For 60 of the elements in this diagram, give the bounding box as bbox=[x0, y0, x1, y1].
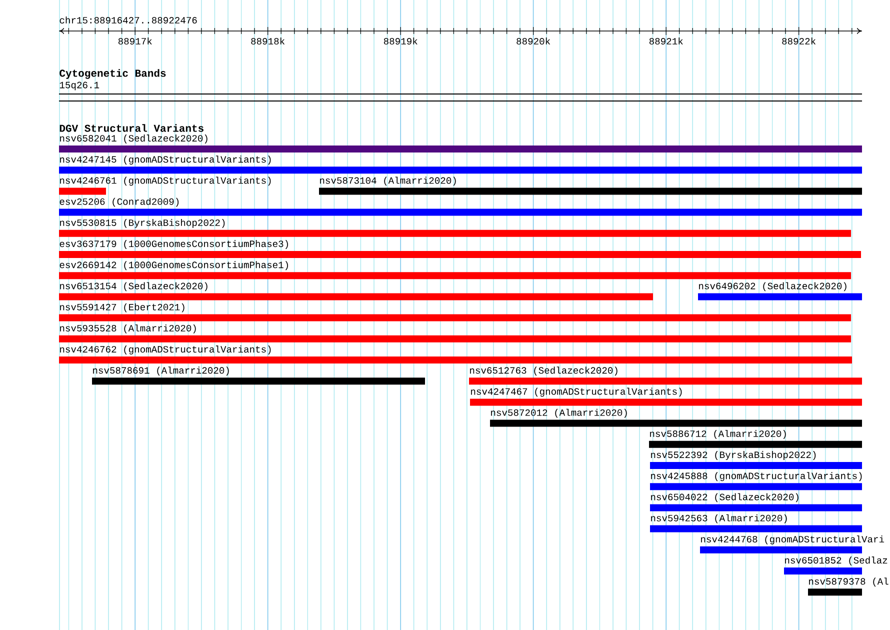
variant-bar: nsv5879378 (Al bbox=[808, 578, 888, 596]
variant-bar: nsv6501852 (Sedlaz bbox=[784, 556, 888, 574]
node-label: nsv5591427 (Ebert2021) bbox=[60, 303, 184, 312]
node-label: nsv5878691 (Almarri2020) bbox=[93, 366, 229, 376]
variant-bar: nsv4246761 (gnomADStructuralVariants) bbox=[59, 176, 271, 195]
node-label: nsv4246762 (gnomADStructuralVariants) bbox=[60, 346, 271, 354]
variant-bar: nsv4247145 (gnomADStructuralVariants) bbox=[59, 156, 862, 174]
node-label: nsv5530815 (ByrskaBishop2022) bbox=[60, 218, 225, 228]
variant-bar: nsv4244768 (gnomADStructuralVari bbox=[700, 535, 884, 554]
tick-label: 88921k bbox=[649, 38, 683, 45]
variant-bar: nsv6513154 (Sedlazeck2020) bbox=[59, 282, 653, 300]
node-label: nsv4247467 (gnomADStructuralVariants) bbox=[471, 388, 682, 397]
variant-bar: nsv5872012 (Almarri2020) bbox=[490, 408, 862, 427]
node-label: nsv6512763 (Sedlazeck2020) bbox=[470, 366, 618, 376]
tick-label: 88919k bbox=[384, 38, 418, 45]
tick-label: 88918k bbox=[251, 38, 285, 45]
node-label: nsv5873104 (Almarri2020) bbox=[320, 176, 456, 186]
node-label: nsv6496202 (Sedlazeck2020) bbox=[699, 282, 846, 292]
node-label: esv2669142 (1000GenomesConsortiumPhase1) bbox=[60, 261, 288, 270]
variant-bar: nsv4245888 (gnomADStructuralVariants) bbox=[650, 472, 862, 490]
variant-bar: nsv6512763 (Sedlazeck2020) bbox=[469, 366, 862, 385]
tick-label: 88917k bbox=[118, 38, 152, 45]
node-label: nsv6504022 (Sedlazeck2020) bbox=[651, 493, 798, 502]
variant-bar: esv3637179 (1000GenomesConsortiumPhase3) bbox=[59, 240, 861, 258]
variant-bar: esv25206 (Conrad2009) bbox=[59, 198, 862, 216]
node-label: nsv5942563 (Almarri2020) bbox=[651, 514, 787, 524]
node-label: nsv5872012 (Almarri2020) bbox=[491, 408, 627, 418]
variant-bar: nsv5591427 (Ebert2021) bbox=[59, 303, 851, 322]
variant-bar: nsv6582041 (Sedlazeck2020) bbox=[59, 134, 862, 152]
variant-bar: nsv5935528 (Almarri2020) bbox=[59, 324, 851, 342]
band-label: 15q26.1 bbox=[60, 82, 100, 90]
node-label: nsv5935528 (Almarri2020) bbox=[60, 324, 196, 334]
node-label: esv25206 (Conrad2009) bbox=[60, 198, 179, 207]
variant-bar: nsv5942563 (Almarri2020) bbox=[650, 514, 862, 532]
tick-label: 88920k bbox=[516, 38, 550, 45]
node-label: nsv4246761 (gnomADStructuralVariants) bbox=[60, 176, 271, 186]
node-label: nsv6513154 (Sedlazeck2020) bbox=[60, 282, 208, 292]
variant-bar: nsv5530815 (ByrskaBishop2022) bbox=[59, 218, 851, 237]
variant-bar: nsv5878691 (Almarri2020) bbox=[92, 366, 425, 385]
node-label: nsv6501852 (Sedlaz bbox=[785, 556, 888, 566]
variant-bar: nsv5886712 (Almarri2020) bbox=[649, 430, 862, 448]
track-heading: Cytogenetic Bands bbox=[60, 69, 166, 79]
variant-bar: nsv5873104 (Almarri2020) bbox=[319, 176, 862, 195]
variant-bar: nsv6504022 (Sedlazeck2020) bbox=[650, 493, 862, 512]
node-label: esv3637179 (1000GenomesConsortiumPhase3) bbox=[60, 240, 288, 249]
node-label: nsv5886712 (Almarri2020) bbox=[650, 430, 786, 439]
variant-bar: nsv4247467 (gnomADStructuralVariants) bbox=[470, 388, 862, 406]
tick-label: 88922k bbox=[782, 38, 816, 45]
node-label: nsv4244768 (gnomADStructuralVari bbox=[701, 535, 884, 544]
node-label: nsv5879378 (Al bbox=[809, 578, 888, 587]
node-label: nsv6582041 (Sedlazeck2020) bbox=[60, 134, 208, 144]
track-heading: DGV Structural Variants bbox=[60, 124, 204, 132]
node-label: nsv5522392 (ByrskaBishop2022) bbox=[651, 451, 816, 460]
variant-bar: nsv5522392 (ByrskaBishop2022) bbox=[650, 451, 862, 469]
node-label: nsv4245888 (gnomADStructuralVariants) bbox=[651, 472, 862, 482]
position-label: chr15:88916427..88922476 bbox=[60, 16, 197, 24]
variant-bar: nsv4246762 (gnomADStructuralVariants) bbox=[59, 346, 852, 364]
variant-bar: nsv6496202 (Sedlazeck2020) bbox=[698, 282, 862, 300]
variant-bar: esv2669142 (1000GenomesConsortiumPhase1) bbox=[59, 261, 851, 280]
node-label: nsv4247145 (gnomADStructuralVariants) bbox=[60, 156, 271, 165]
